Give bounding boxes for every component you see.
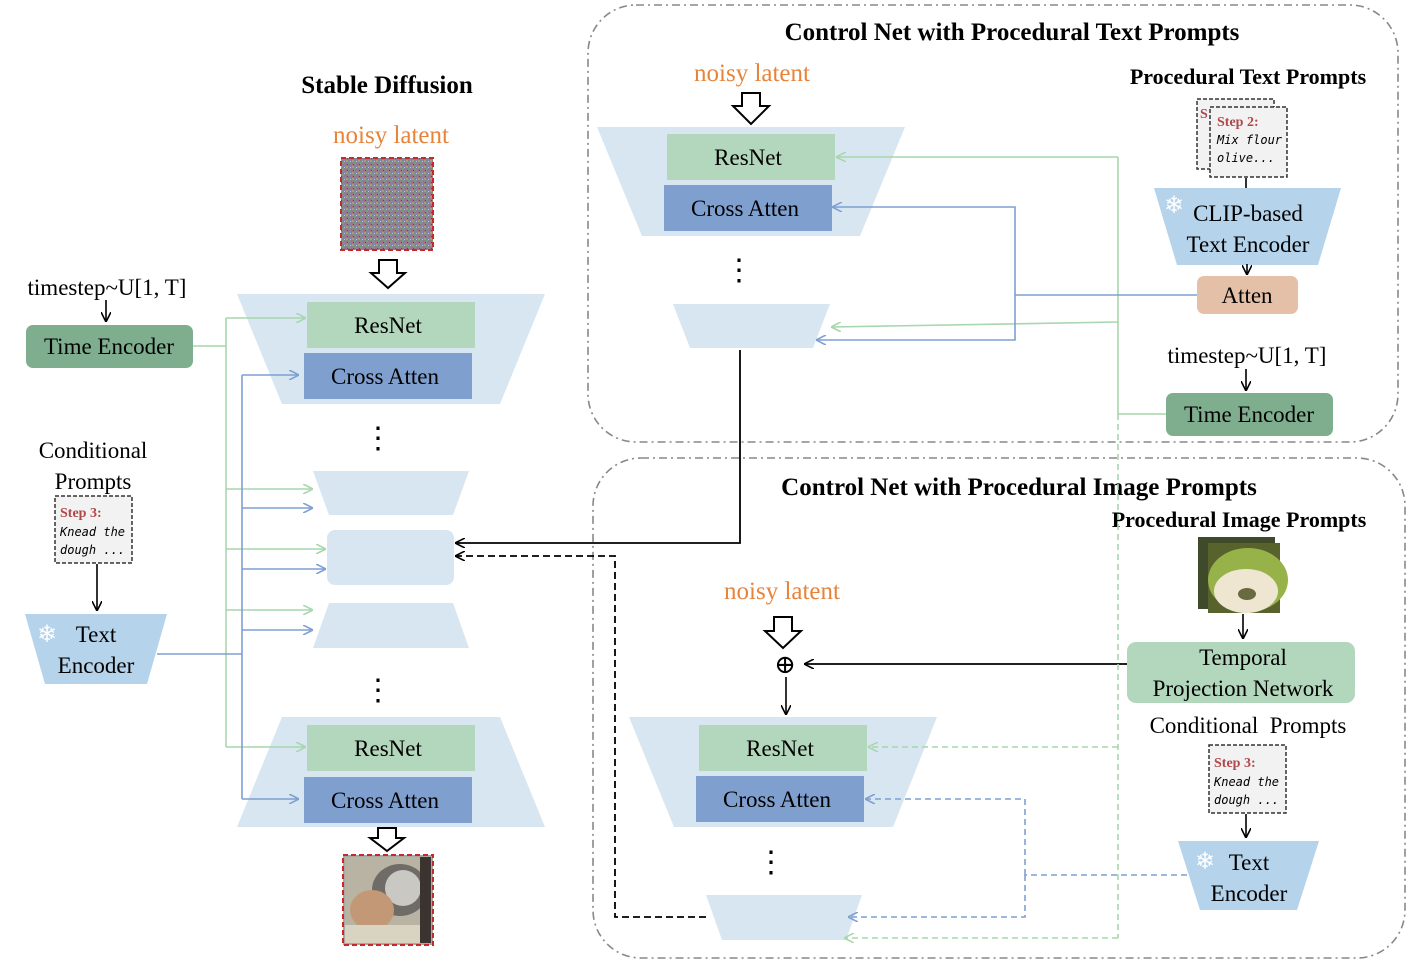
sd-resnet-top-label: ResNet [354,313,422,338]
ct-input-arrow-icon [730,92,772,126]
sd-cross-atten-bottom [304,777,472,823]
ct-clip-label-1: CLIP-based [1193,201,1303,226]
ci-text-encoder-label-1: Text [1229,850,1270,875]
ci-plus-icon: ⊕ [774,650,796,679]
ct-clip-encoder [1154,188,1341,265]
ci-snowflake-icon: ❄ [1195,849,1215,875]
sd-noisy-latent-label: noisy latent [333,122,449,149]
ct-output-block [673,304,830,348]
left-conditional-label-2: Prompts [55,469,132,494]
ci-text-dashed-lines [849,799,1187,917]
ct-time-encoder [1166,393,1333,436]
left-timestep-text: timestep~U[1, T] [28,275,187,300]
ci-cross-atten-label: Cross Atten [723,787,831,812]
ct-card-line2: olive... [1217,151,1275,165]
ct-card-back: S [1200,107,1208,122]
ci-image-stack [1198,537,1288,613]
ct-prompts-title: Procedural Text Prompts [1130,64,1367,89]
ci-dots: ⋮ [756,846,786,879]
ci-prompt-card: Step 3: Knead the dough ... [1208,744,1287,814]
control-image-title: Control Net with Procedural Image Prompt… [781,474,1257,501]
ci-text-encoder [1178,841,1319,910]
ci-output-block [706,895,862,940]
ct-cross-atten-label: Cross Atten [691,196,799,221]
sd-cross-atten-top-label: Cross Atten [331,364,439,389]
sd-resnet-top [307,302,475,348]
ct-time-encoder-label: Time Encoder [1184,402,1314,427]
ct-resnet-label: ResNet [714,145,782,170]
sd-resnet-bottom-label: ResNet [354,736,422,761]
left-text-encoder-label-2: Encoder [58,653,135,678]
ci-prompts-title: Procedural Image Prompts [1112,507,1367,532]
sd-up-block [313,603,469,648]
left-conditional-label-1: Conditional [39,438,148,463]
ct-card-step: Step 2: [1217,115,1259,130]
text-embedding-lines [157,375,325,799]
ci-resnet-label: ResNet [746,736,814,761]
sd-output-image [342,854,434,946]
ci-residual-dashed-arrow [456,556,706,918]
left-time-encoder [26,325,193,368]
ct-resnet [667,134,835,180]
left-timestep-label: timestep~U[1, T] [28,275,187,300]
ci-temporal-label-1: Temporal [1199,645,1287,670]
left-card-step: Step 3: [60,506,102,521]
snowflake-icon: ❄ [37,622,57,648]
ci-card-line1: Knead the [1213,775,1279,789]
sd-cross-atten-bottom-label: Cross Atten [331,788,439,813]
ct-time-lines [832,157,1166,415]
ct-card-line1: Mix flour [1216,133,1283,147]
left-card-line2: dough ... [60,543,125,557]
control-text-title: Control Net with Procedural Text Prompts [785,19,1240,46]
ct-timestep-label: timestep~U[1, T] [1168,343,1327,368]
ct-atten-label: Atten [1221,283,1273,308]
ci-time-dashed-lines [845,414,1119,938]
sd-dots-2: ⋮ [363,674,393,707]
ci-card-line2: dough ... [1214,793,1279,807]
sd-input-arrow-icon [368,259,408,290]
ci-noisy-latent-label: noisy latent [724,578,840,605]
ci-resnet [699,725,867,771]
sd-down-block [313,471,469,515]
left-text-encoder-label-1: Text [76,622,117,647]
control-image-region [592,457,1406,959]
ci-text-encoder-label-2: Encoder [1211,881,1288,906]
sd-cross-atten-top [304,353,472,399]
ci-temporal-label-2: Projection Network [1153,676,1334,701]
left-text-encoder [25,614,167,684]
ci-conditional-label: Conditional Prompts [1150,713,1347,738]
left-time-encoder-label: Time Encoder [44,334,174,359]
sd-noise-image [340,157,434,251]
left-card-line1: Knead the [59,525,125,539]
ct-atten [1197,276,1298,314]
ct-snowflake-icon: ❄ [1164,193,1184,219]
sd-resnet-bottom [307,725,475,771]
ci-input-arrow-icon [762,616,804,650]
ct-atten-lines [817,207,1197,340]
ci-card-step: Step 3: [1214,756,1256,771]
ct-cross-atten [664,185,832,231]
ct-clip-label-2: Text Encoder [1187,232,1310,257]
ci-cross-atten [696,776,864,822]
ct-noisy-latent-label: noisy latent [694,60,810,87]
control-text-region [587,4,1399,443]
ct-prompt-card-stack: S Step 2: Mix flour olive... [1196,98,1288,178]
sd-mid-block [327,530,454,585]
sd-dots-1: ⋮ [363,422,393,455]
sd-output-arrow-icon [367,827,407,853]
ct-residual-arrow [456,350,741,543]
left-prompt-card: Step 3: Knead the dough ... [54,495,133,564]
ci-temporal-network [1127,642,1355,703]
ct-dots: ⋮ [724,254,754,287]
sd-title: Stable Diffusion [301,72,473,99]
